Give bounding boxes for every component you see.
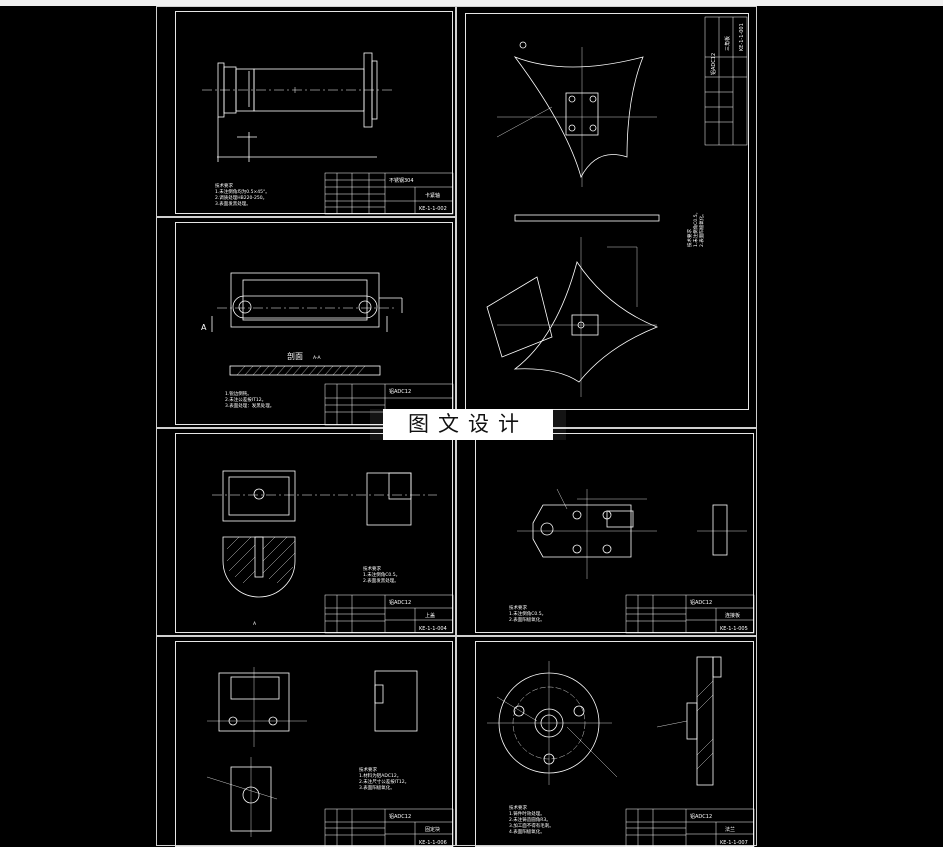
title-material: 铝ADC12 <box>710 53 717 75</box>
note-line: 2.表面发黑处理。 <box>363 577 399 584</box>
note-line: 技术要求 <box>686 229 693 247</box>
title-part-name: 上盖 <box>425 612 435 619</box>
title-block <box>324 808 454 847</box>
sheet-plate: A 剖面 A-A 1.锐边倒钝。 2.未注公差按IT12。 3.表面处理：发黑处… <box>156 217 456 428</box>
note-line: 2.表面阳极氧化。 <box>698 211 705 247</box>
title-block <box>324 594 454 634</box>
bracket-notes: 技术要求 1.未注倒角C0.5。 2.表面阳极氧化。 <box>509 604 546 623</box>
plate-notes: 1.锐边倒钝。 2.未注公差按IT12。 3.表面处理：发黑处理。 <box>225 390 274 409</box>
sheet-shaft: 技术要求 1.未注倒角均为0.5×45°。 2.调质处理HB220-250。 3… <box>156 6 456 217</box>
drawing-frame <box>465 13 749 410</box>
note-line: 1.铸件时效处理。 <box>509 810 545 817</box>
drawing-number: KE-1-1-004 <box>419 626 447 632</box>
drawing-number: KE-1-1-005 <box>720 626 748 632</box>
drawing-frame <box>175 433 453 633</box>
note-line: 2.未注铸造圆角R3。 <box>509 816 551 823</box>
triangle-plate-drawing: 技术要求 1.未注倒角C0.5。 2.表面阳极氧化。 三角板 KE-1-1-00… <box>486 16 748 397</box>
note-line: 技术要求 <box>363 565 381 572</box>
sheet-flange: 技术要求 1.铸件时效处理。 2.未注铸造圆角R3。 3.加工面不得有毛刺。 4… <box>456 636 757 847</box>
cover-notes: 技术要求 1.材料为铝ADC12。 2.未注尺寸公差按IT12。 3.表面阳极氧… <box>359 766 409 791</box>
view-letter: A <box>253 621 257 627</box>
note-line: 1.未注倒角C0.5。 <box>363 571 400 578</box>
title-part-name: 法兰 <box>725 826 735 833</box>
watermark-label: 图文设计 <box>383 409 553 440</box>
shaft-drawing: 技术要求 1.未注倒角均为0.5×45°。 2.调质处理HB220-250。 3… <box>202 52 454 215</box>
top-bar <box>0 0 943 6</box>
shaft-notes: 技术要求 1.未注倒角均为0.5×45°。 2.调质处理HB220-250。 3… <box>215 182 270 207</box>
title-block <box>625 808 755 847</box>
note-line: 4.表面阳极氧化。 <box>509 828 545 835</box>
section-label: 剖面 <box>287 351 303 361</box>
title-part-name: 三角板 <box>724 36 731 51</box>
note-line: 1.材料为铝ADC12。 <box>359 772 401 779</box>
view-letter: A <box>201 323 207 332</box>
title-material: 铝ADC12 <box>389 813 411 820</box>
title-material: 铝ADC12 <box>389 599 411 606</box>
flange-drawing: 技术要求 1.铸件时效处理。 2.未注铸造圆角R3。 3.加工面不得有毛刺。 4… <box>487 656 755 847</box>
note-line: 2.未注公差按IT12。 <box>225 396 266 403</box>
sheet-bracket: 技术要求 1.未注倒角C0.5。 2.表面阳极氧化。 铝ADC12 连接板 KE… <box>456 428 757 636</box>
note-line: 2.调质处理HB220-250。 <box>215 194 267 201</box>
title-material: 铝ADC12 <box>389 388 411 395</box>
cover-drawing: 技术要求 1.材料为铝ADC12。 2.未注尺寸公差按IT12。 3.表面阳极氧… <box>206 667 454 847</box>
note-line: 技术要求 <box>215 182 233 189</box>
plate-drawing: A 剖面 A-A 1.锐边倒钝。 2.未注公差按IT12。 3.表面处理：发黑处… <box>201 272 454 426</box>
bracket-drawing: 技术要求 1.未注倒角C0.5。 2.表面阳极氧化。 铝ADC12 连接板 KE… <box>509 488 755 634</box>
note-line: 1.未注倒角C0.5。 <box>509 610 546 617</box>
title-part-name: 连接板 <box>725 612 740 619</box>
title-material: 铝ADC12 <box>690 813 712 820</box>
section-code: A-A <box>313 355 322 361</box>
drawing-frame <box>175 222 453 425</box>
note-line: 技术要求 <box>359 766 377 773</box>
block-drawing: A 技术要求 1.未注倒角C0.5。 2.表面发黑处理。 铝ADC12 上盖 K… <box>212 470 454 634</box>
drawing-frame <box>475 433 754 633</box>
sheet-cover: 技术要求 1.材料为铝ADC12。 2.未注尺寸公差按IT12。 3.表面阳极氧… <box>156 636 456 847</box>
title-block <box>324 383 454 426</box>
drawing-sheet-collection: 技术要求 1.未注倒角均为0.5×45°。 2.调质处理HB220-250。 3… <box>156 6 757 847</box>
title-block <box>625 594 755 634</box>
note-line: 3.加工面不得有毛刺。 <box>509 822 554 829</box>
note-line: 3.表面发黑处理。 <box>215 200 251 207</box>
note-line: 2.表面阳极氧化。 <box>509 616 545 623</box>
triangle-notes: 技术要求 1.未注倒角C0.5。 2.表面阳极氧化。 <box>686 210 705 247</box>
drawing-frame <box>175 11 453 214</box>
note-line: 3.表面阳极氧化。 <box>359 784 395 791</box>
title-block <box>704 16 748 146</box>
note-line: 3.表面处理：发黑处理。 <box>225 402 274 409</box>
note-line: 1.未注倒角C0.5。 <box>692 210 699 247</box>
note-line: 技术要求 <box>509 804 527 811</box>
block-notes: 技术要求 1.未注倒角C0.5。 2.表面发黑处理。 <box>363 565 400 584</box>
title-material: 铝ADC12 <box>690 599 712 606</box>
title-material: 不锈钢304 <box>389 177 414 184</box>
drawing-number: KE-1-1-002 <box>419 206 447 212</box>
drawing-number: KE-1-1-007 <box>720 840 748 846</box>
title-block <box>324 172 454 215</box>
title-part-name: 固定块 <box>425 826 440 833</box>
note-line: 1.锐边倒钝。 <box>225 390 252 397</box>
title-part-name: 卡紧轴 <box>425 192 440 199</box>
note-line: 1.未注倒角均为0.5×45°。 <box>215 188 270 195</box>
sheet-block: A 技术要求 1.未注倒角C0.5。 2.表面发黑处理。 铝ADC12 上盖 K… <box>156 428 456 636</box>
note-line: 技术要求 <box>509 604 527 611</box>
sheet-triangle: 技术要求 1.未注倒角C0.5。 2.表面阳极氧化。 三角板 KE-1-1-00… <box>456 6 757 428</box>
flange-notes: 技术要求 1.铸件时效处理。 2.未注铸造圆角R3。 3.加工面不得有毛刺。 4… <box>509 804 554 835</box>
drawing-number: KE-1-1-006 <box>419 840 447 846</box>
note-line: 2.未注尺寸公差按IT12。 <box>359 778 409 785</box>
drawing-number: KE-1-1-001 <box>739 23 745 51</box>
